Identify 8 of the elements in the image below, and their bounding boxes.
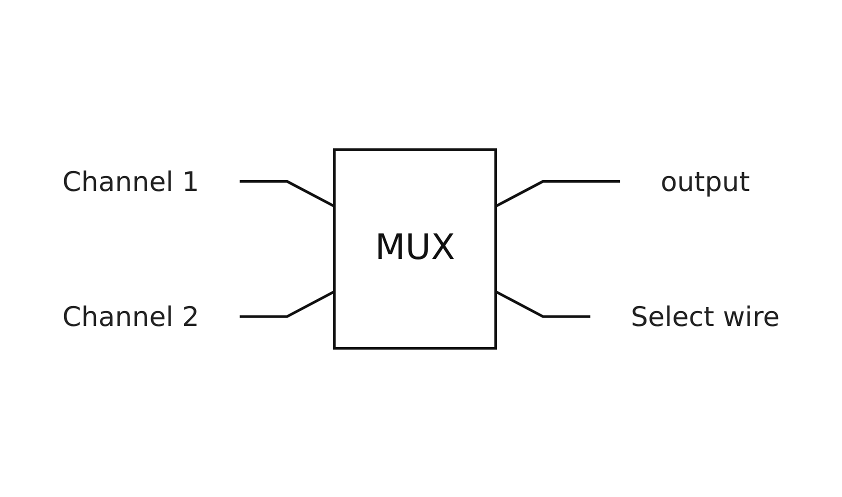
connector [495,290,590,318]
node-text: output [660,164,750,198]
multiplexer-diagram: Channel 1 Channel 2 MUX output Select wire [11,130,831,368]
node-text: Channel 1 [62,164,200,198]
node-text: Select wire [630,300,780,332]
node-text: Channel 2 [62,300,200,332]
node-box [333,148,497,350]
connector [495,180,620,208]
